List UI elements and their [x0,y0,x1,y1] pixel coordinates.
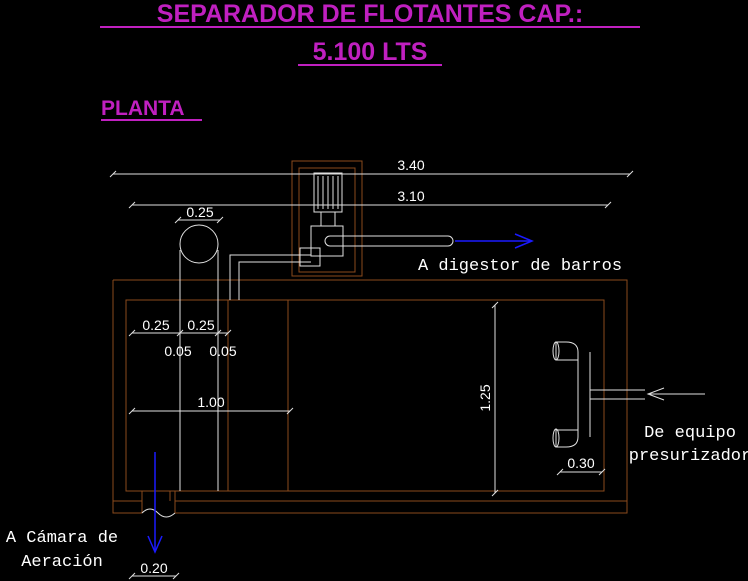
dim-chamber-length: 1.00 [197,394,224,410]
arrow-to-aeration-head [147,535,163,554]
title-line-2: 5.100 LTS [313,38,428,66]
inlet-elbow-top [555,341,579,361]
flow-arrows [147,233,534,554]
tank-outer-wall [113,279,628,502]
pump-coupling [320,211,336,227]
inlet-end-top [552,341,560,361]
dim-inlet-offset: 0.30 [567,455,594,471]
label-to-aeration-2: Aeración [21,553,103,572]
dim-pipe-diameter: 0.25 [186,204,213,220]
dim-overall-width: 3.40 [397,157,424,173]
view-label: PLANTA [101,97,185,120]
inlet-end-bottom [552,428,560,448]
label-to-digester: A digestor de barros [418,257,622,276]
arrow-to-digester-head [514,233,534,249]
piping [141,172,645,518]
label-from-equipment-2: presurizador [629,447,748,466]
dim-outlet-offset: 0.20 [140,560,167,576]
outlet-pipe [141,508,176,518]
tank-outer-wall-left [112,280,142,514]
dim-gap-a: 0.05 [164,343,191,359]
label-to-aeration-1: A Cámara de [6,529,118,548]
inlet-arrow [646,387,705,401]
title-line-1: SEPARADOR DE FLOTANTES CAP.: [157,0,583,28]
suction-pipe [229,254,311,300]
pump-outlet-pipe [324,235,454,247]
valve-box-outer [291,160,363,277]
dim-ticks [109,170,634,580]
inlet-elbow [577,352,591,437]
dim-wall-b: 0.25 [187,317,214,333]
dim-wall-a: 0.25 [142,317,169,333]
vent-pipe-circle [179,224,219,264]
label-from-equipment-1: De equipo [644,424,736,443]
inlet-pipe [589,358,645,430]
valve-box-inner [298,167,356,273]
dim-tank-width: 1.25 [477,384,493,411]
arrow-from-equipment-head [646,387,665,401]
tank-outer-wall-bottom [175,280,628,514]
outlet-channel [141,491,176,513]
dim-inner-width: 3.10 [397,188,424,204]
pump-body [310,225,344,257]
dim-gap-b: 0.05 [209,343,236,359]
inlet-elbow-bottom [555,429,579,448]
dimension-lines [109,170,634,580]
suction-pipe-inner [299,247,321,267]
tank-inner-wall [125,299,605,492]
